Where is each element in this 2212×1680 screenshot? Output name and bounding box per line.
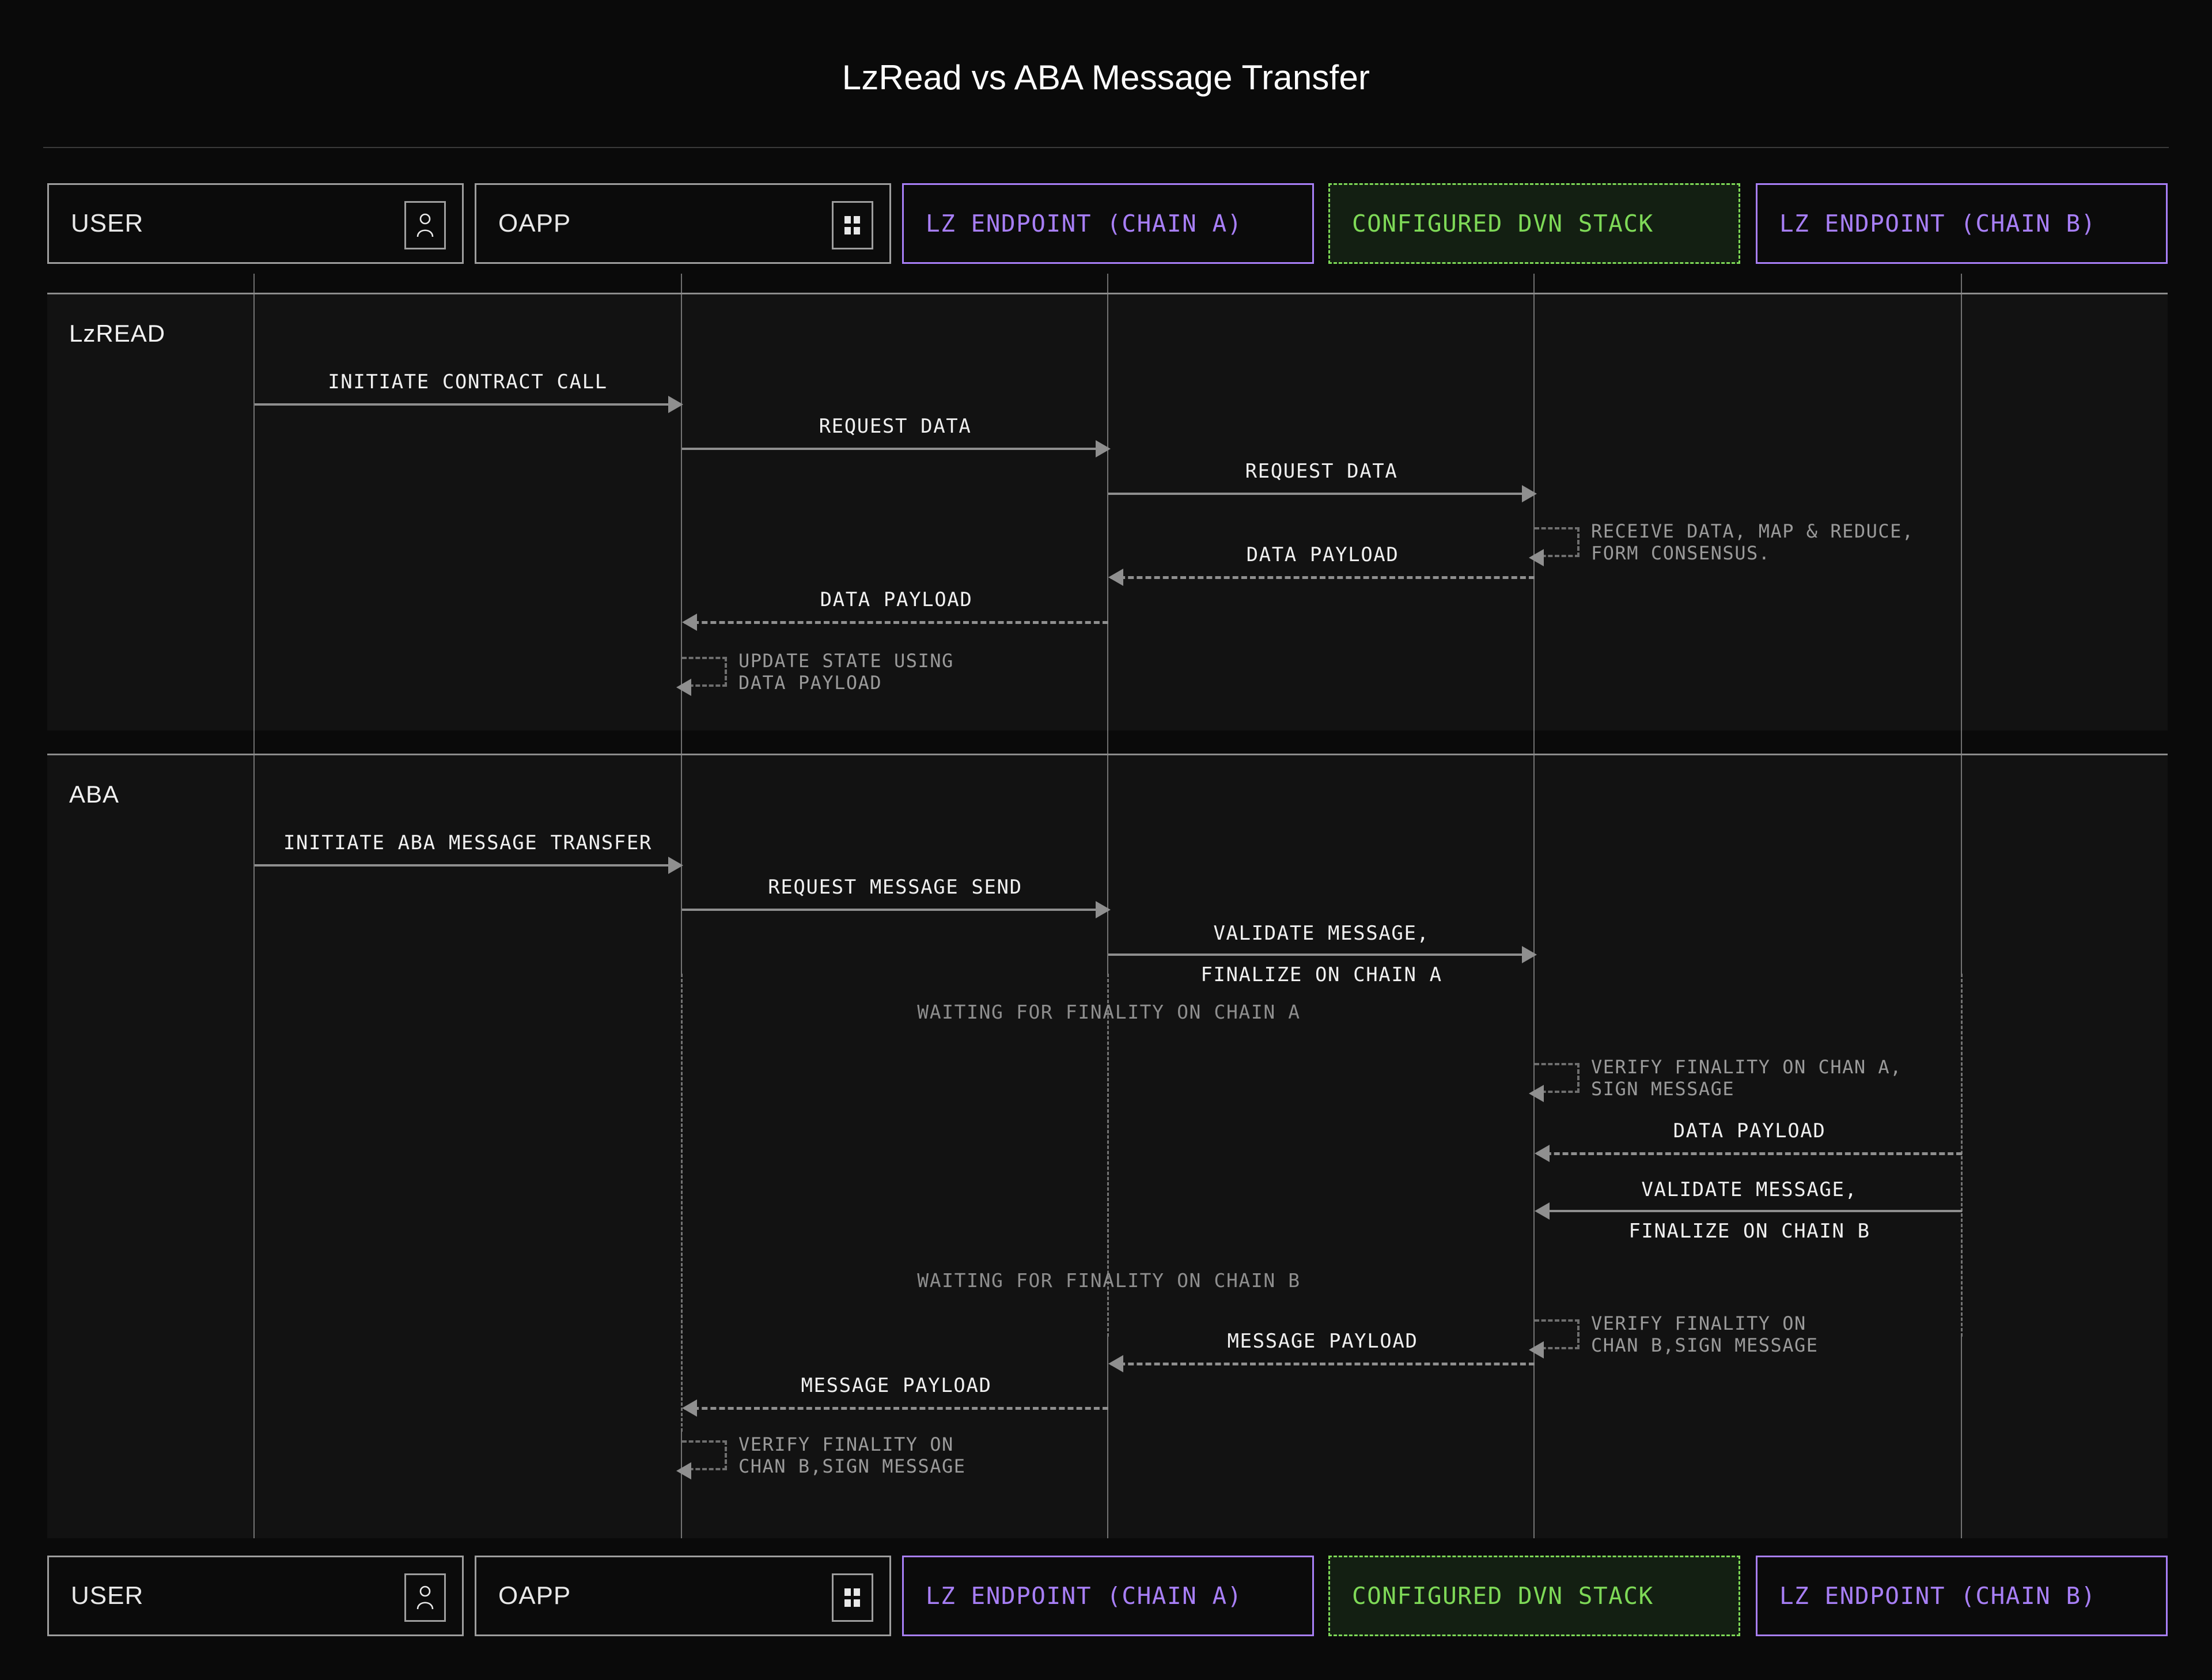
arrowhead-left-icon [1529, 549, 1544, 566]
note-label: VERIFY FINALITY ON CHAN A, SIGN MESSAGE [1591, 1056, 1902, 1100]
message-label: REQUEST MESSAGE SEND [768, 876, 1022, 899]
self-loop-box [1535, 527, 1580, 557]
person-icon [404, 201, 446, 249]
message-label-line2: FINALIZE ON CHAIN B [1628, 1220, 1870, 1243]
message-line [1111, 576, 1535, 579]
arrowhead-right-icon [1522, 485, 1537, 502]
arrowhead-right-icon [668, 396, 683, 413]
message-label-line2: FINALIZE ON CHAIN A [1200, 963, 1442, 986]
message-line [255, 403, 681, 406]
lifeline-epb-lower [1961, 1337, 1962, 1538]
lifeline-epb-waiting [1961, 974, 1963, 1337]
arrowhead-left-icon [1535, 1145, 1550, 1162]
footer-participant-dvn-label: CONFIGURED DVN STACK [1352, 1582, 1654, 1610]
participant-lz-endpoint-chain-b[interactable]: LZ ENDPOINT (CHAIN B) [1756, 183, 2168, 264]
participant-user-label: USER [71, 209, 144, 237]
footer-participant-oapp[interactable]: OAPP [475, 1556, 891, 1636]
message-line [682, 448, 1108, 450]
footer-participant-user-label: USER [71, 1581, 144, 1610]
message-label: DATA PAYLOAD [820, 588, 973, 611]
arrowhead-left-icon [1529, 1341, 1544, 1359]
message-label: DATA PAYLOAD [1246, 543, 1399, 566]
arrowhead-left-icon [682, 1399, 697, 1417]
message-line [1111, 1363, 1535, 1365]
participant-oapp-label: OAPP [498, 209, 571, 237]
waiting-note-chain-b: WAITING FOR FINALITY ON CHAIN B [917, 1269, 1301, 1292]
lifeline-epa-waiting [1107, 974, 1109, 1337]
message-line [684, 1407, 1108, 1410]
grid-squares-icon [832, 1573, 873, 1622]
message-label: REQUEST DATA [819, 415, 972, 438]
participant-epa-label: LZ ENDPOINT (CHAIN A) [926, 210, 1243, 237]
footer-participant-lz-endpoint-chain-b[interactable]: LZ ENDPOINT (CHAIN B) [1756, 1556, 2168, 1636]
self-loop-box [1535, 1063, 1580, 1093]
footer-participant-configured-dvn-stack[interactable]: CONFIGURED DVN STACK [1328, 1556, 1740, 1636]
participant-configured-dvn-stack[interactable]: CONFIGURED DVN STACK [1328, 183, 1740, 264]
lifeline-epb [1961, 274, 1962, 974]
footer-participant-user[interactable]: USER [47, 1556, 464, 1636]
waiting-note-chain-a: WAITING FOR FINALITY ON CHAIN A [917, 1001, 1301, 1023]
footer-participant-epa-label: LZ ENDPOINT (CHAIN A) [926, 1582, 1243, 1610]
message-line [682, 909, 1108, 911]
self-loop-box [1535, 1319, 1580, 1349]
self-loop-box [682, 657, 727, 687]
message-label: DATA PAYLOAD [1673, 1119, 1826, 1142]
lifeline-dvn [1533, 274, 1535, 1538]
message-line [255, 864, 681, 867]
participant-lz-endpoint-chain-a[interactable]: LZ ENDPOINT (CHAIN A) [902, 183, 1314, 264]
section-aba [47, 754, 2168, 1538]
person-icon [404, 1573, 446, 1622]
section-aba-label: ABA [69, 781, 120, 808]
lifeline-oapp-lower [681, 1432, 682, 1538]
note-label: UPDATE STATE USING DATA PAYLOAD [738, 650, 954, 694]
section-lzread [47, 293, 2168, 731]
arrowhead-left-icon [1535, 1202, 1550, 1220]
message-label: MESSAGE PAYLOAD [1227, 1330, 1418, 1353]
message-label-line1: VALIDATE MESSAGE, [1641, 1178, 1858, 1201]
arrowhead-left-icon [1108, 1355, 1123, 1372]
lifeline-user [253, 274, 255, 1538]
self-loop-box [682, 1440, 727, 1470]
participant-epb-label: LZ ENDPOINT (CHAIN B) [1779, 210, 2096, 237]
message-line [1537, 1152, 1962, 1155]
arrowhead-right-icon [1096, 901, 1111, 918]
footer-participant-epb-label: LZ ENDPOINT (CHAIN B) [1779, 1582, 2096, 1610]
arrowhead-right-icon [668, 857, 683, 874]
arrowhead-right-icon [1096, 440, 1111, 457]
arrowhead-left-icon [676, 679, 691, 696]
note-label: VERIFY FINALITY ON CHAN B,SIGN MESSAGE [1591, 1312, 1819, 1356]
message-label: INITIATE CONTRACT CALL [328, 370, 608, 393]
participant-dvn-label: CONFIGURED DVN STACK [1352, 210, 1654, 237]
message-line [1108, 493, 1535, 495]
message-label: REQUEST DATA [1245, 460, 1398, 483]
arrowhead-right-icon [1522, 946, 1537, 963]
footer-participant-oapp-label: OAPP [498, 1581, 571, 1610]
title-divider [43, 147, 2169, 148]
message-line [1108, 953, 1535, 956]
note-label: RECEIVE DATA, MAP & REDUCE, FORM CONSENS… [1591, 520, 1914, 564]
message-label-line1: VALIDATE MESSAGE, [1213, 922, 1430, 945]
lifeline-oapp [681, 274, 682, 974]
page-title: LzRead vs ABA Message Transfer [842, 58, 1370, 97]
participant-oapp[interactable]: OAPP [475, 183, 891, 264]
message-label: INITIATE ABA MESSAGE TRANSFER [283, 831, 653, 854]
participant-user[interactable]: USER [47, 183, 464, 264]
note-label: VERIFY FINALITY ON CHAN B,SIGN MESSAGE [738, 1433, 966, 1477]
lifeline-epa-lower [1107, 1337, 1108, 1538]
message-line [1537, 1210, 1962, 1212]
section-lzread-label: LzREAD [69, 320, 166, 347]
grid-squares-icon [832, 201, 873, 249]
lifeline-oapp-waiting [681, 974, 683, 1432]
arrowhead-left-icon [676, 1462, 691, 1480]
arrowhead-left-icon [682, 614, 697, 631]
arrowhead-left-icon [1108, 569, 1123, 586]
message-label: MESSAGE PAYLOAD [801, 1374, 992, 1397]
message-line [684, 621, 1108, 624]
arrowhead-left-icon [1529, 1085, 1544, 1102]
footer-participant-lz-endpoint-chain-a[interactable]: LZ ENDPOINT (CHAIN A) [902, 1556, 1314, 1636]
